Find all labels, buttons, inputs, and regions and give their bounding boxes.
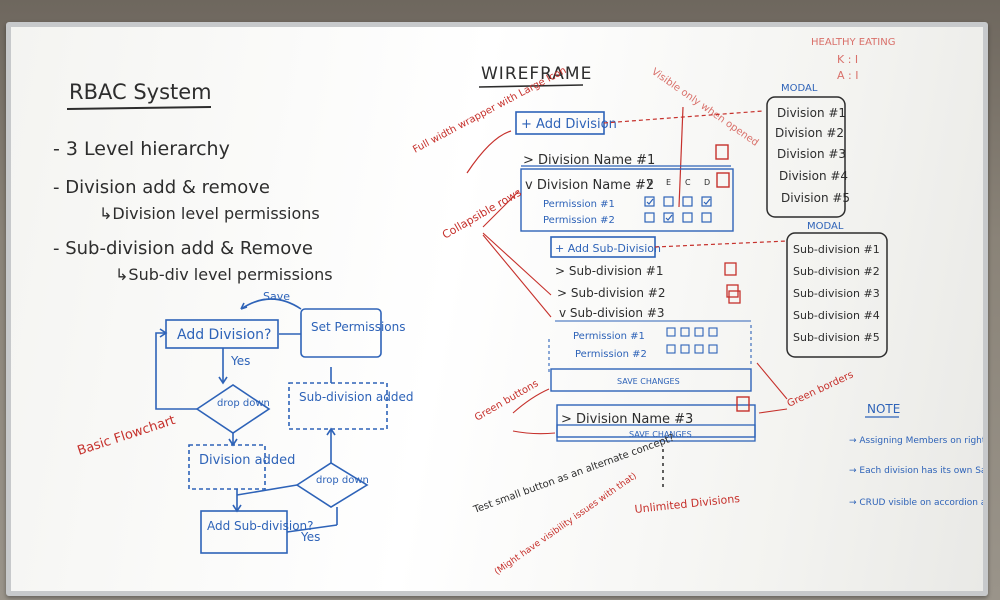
rbac-bullet-1: - 3 Level hierarchy xyxy=(53,138,230,160)
division-modal-box xyxy=(766,96,846,218)
save-changes-label-1: SAVE CHANGES xyxy=(617,377,680,386)
subdivision-permission-2: Permission #2 xyxy=(575,349,647,360)
save-changes-label-2: SAVE CHANGES xyxy=(629,430,692,439)
drop-down-text-2: drop down xyxy=(316,475,369,486)
set-permissions-text: Set Permissions xyxy=(311,320,406,334)
rbac-bullet-2-sub: ↳Division level permissions xyxy=(99,204,320,223)
save-label: Save xyxy=(263,290,290,303)
whiteboard: RBAC System - 3 Level hierarchy - Divisi… xyxy=(6,22,988,596)
modal-1-label: MODAL xyxy=(781,83,818,94)
basic-flowchart-label: Basic Flowchart xyxy=(76,413,178,459)
division-3-panel xyxy=(556,404,756,438)
subdivision-checkboxes[interactable] xyxy=(666,327,718,354)
note-item: → Each division has its own Save button xyxy=(849,466,983,476)
subdivision-1-row[interactable]: > Sub-division #1 xyxy=(555,264,663,278)
note-item: → CRUD visible on accordion active state xyxy=(849,498,983,508)
division-2-row[interactable]: v Division Name #2 xyxy=(525,178,654,193)
drop-down-diamond-2 xyxy=(295,462,369,508)
add-subdivision-label: + Add Sub-Division xyxy=(555,242,661,255)
trash-icon[interactable] xyxy=(736,396,750,412)
wireframe-title: WIREFRAME xyxy=(481,64,592,84)
modal-division-item[interactable]: Division #1 xyxy=(777,106,846,120)
healthy-eating: HEALTHY EATING K : I A : I xyxy=(811,37,895,82)
yes-label-2: Yes xyxy=(300,530,320,544)
subdivision-2-row[interactable]: > Sub-division #2 xyxy=(557,286,665,300)
crud-header-v: V xyxy=(647,178,653,187)
crud-header-e: E xyxy=(666,178,671,187)
trash-icon[interactable] xyxy=(724,262,737,276)
modal-subdivision-item[interactable]: Sub-division #1 xyxy=(793,243,880,256)
rbac-section: RBAC System - 3 Level hierarchy - Divisi… xyxy=(53,80,333,284)
modal-subdivision-item[interactable]: Sub-division #5 xyxy=(793,331,880,344)
division-2-panel xyxy=(520,168,734,232)
save-changes-button-1[interactable] xyxy=(550,368,752,392)
division-added-box xyxy=(188,444,266,490)
add-division-box xyxy=(165,319,279,349)
division-1-row[interactable]: > Division Name #1 xyxy=(523,153,655,168)
permission-checkboxes[interactable] xyxy=(644,196,712,223)
collapsible-rows-note: Collapsible rows xyxy=(440,186,524,242)
modal-division-item[interactable]: Division #2 xyxy=(775,126,844,140)
modal-subdivision-item[interactable]: Sub-division #4 xyxy=(793,309,880,322)
note-item: → Assigning Members on right column xyxy=(849,436,983,446)
visibility-issues-note: (Might have visibility issues with that) xyxy=(493,471,639,577)
rbac-title: RBAC System xyxy=(69,80,212,104)
modal-division-item[interactable]: Division #3 xyxy=(777,147,846,161)
modal-2-label: MODAL xyxy=(807,221,844,232)
whiteboard-drawing: RBAC System - 3 Level hierarchy - Divisi… xyxy=(53,37,983,577)
modal-link-2 xyxy=(654,240,788,248)
subdivision-added-box xyxy=(288,382,388,430)
trash-icon[interactable] xyxy=(716,172,730,188)
yes-label-1: Yes xyxy=(230,354,250,368)
add-subdivision-text: Add Sub-division? xyxy=(207,519,314,533)
modal-division-item[interactable]: Division #4 xyxy=(779,169,848,183)
note-section: NOTE → Assigning Members on right column… xyxy=(849,402,983,508)
flowchart: Save Add Division? Yes drop down Divisio… xyxy=(76,290,414,554)
add-division-text: Add Division? xyxy=(177,327,271,343)
modal-division: MODAL Division #1 Division #2 Division #… xyxy=(766,83,850,218)
wireframe: WIREFRAME Visible only when opened + Add… xyxy=(411,64,855,577)
healthy-eating-a: A : I xyxy=(837,69,858,82)
modal-subdivision-item[interactable]: Sub-division #2 xyxy=(793,265,880,278)
modal-division-item[interactable]: Division #5 xyxy=(781,191,850,205)
subdivision-permission-1: Permission #1 xyxy=(573,331,645,342)
modal-link-1 xyxy=(603,110,764,124)
visible-only-note: Visible only when opened xyxy=(649,66,760,148)
rbac-bullet-2: - Division add & remove xyxy=(53,177,270,198)
green-buttons-note: Green buttons xyxy=(473,378,541,423)
modal-subdivision: MODAL Sub-division #1 Sub-division #2 Su… xyxy=(786,221,888,358)
division-3-row[interactable]: > Division Name #3 xyxy=(561,412,693,427)
division-permission-2: Permission #2 xyxy=(543,215,615,226)
drop-down-text-1: drop down xyxy=(217,398,270,409)
title-underline xyxy=(66,106,212,110)
add-division-label: + Add Division xyxy=(521,117,617,132)
division-added-text: Division added xyxy=(199,453,295,468)
healthy-eating-k: K : I xyxy=(837,53,858,66)
save-changes-button-2[interactable] xyxy=(556,424,756,442)
set-permissions-box xyxy=(300,308,382,358)
unlimited-divisions-note: Unlimited Divisions xyxy=(634,492,741,516)
green-borders-note: Green borders xyxy=(786,369,856,409)
note-title: NOTE xyxy=(867,402,900,416)
trash-icon[interactable] xyxy=(715,144,729,160)
save-loop-arrow xyxy=(240,298,302,310)
trash-icon[interactable] xyxy=(728,290,741,304)
crud-header-c: C xyxy=(685,178,691,187)
crud-header-d: D xyxy=(704,178,710,187)
rbac-bullet-3-sub: ↳Sub-div level permissions xyxy=(115,265,333,284)
subdivision-modal-box xyxy=(786,232,888,358)
subdivision-3-row[interactable]: v Sub-division #3 xyxy=(559,306,665,320)
division-permission-1: Permission #1 xyxy=(543,199,615,210)
healthy-eating-title: HEALTHY EATING xyxy=(811,37,895,48)
loop-back-arrow xyxy=(155,332,197,410)
rbac-bullet-3: - Sub-division add & Remove xyxy=(53,238,313,259)
modal-subdivision-item[interactable]: Sub-division #3 xyxy=(793,287,880,300)
drop-down-diamond-1 xyxy=(195,384,271,434)
subdivision-added-text: Sub-division added xyxy=(299,390,414,404)
